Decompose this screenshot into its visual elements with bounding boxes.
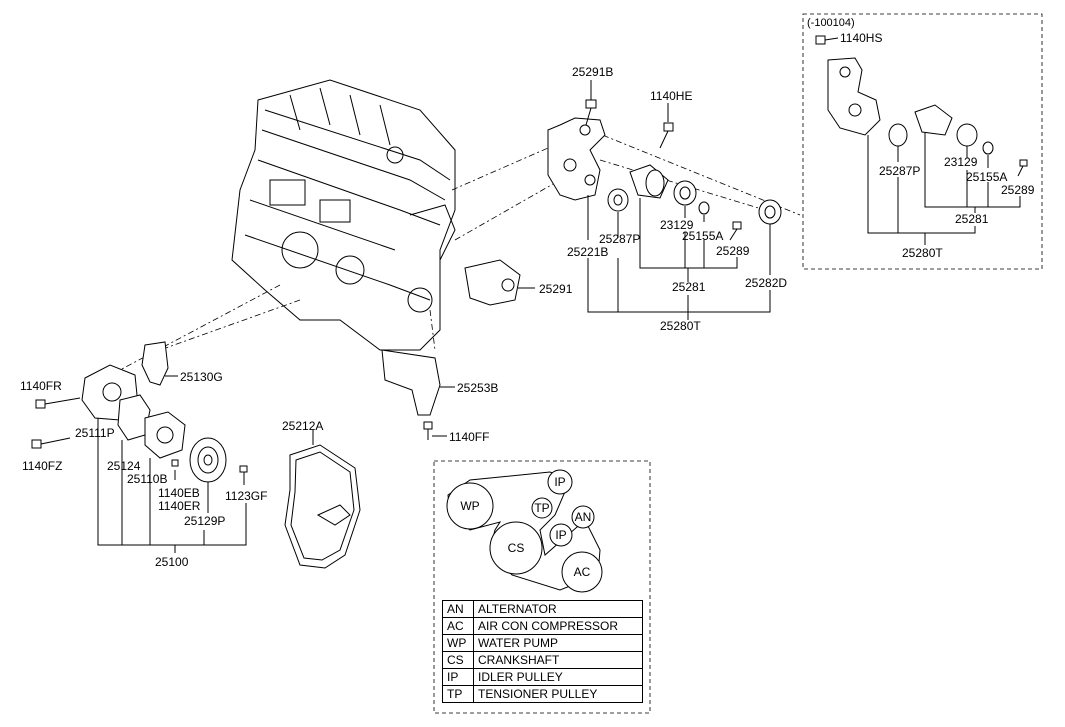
pulley-label-3: AN [575,510,592,524]
pulley-label-5: IP [555,528,566,542]
pulley-label-2: TP [534,501,549,515]
variant-parts [815,35,1028,177]
label-1140ER: 1140ER [158,499,201,513]
variant-box [802,13,1043,270]
label-25289-a: 25289 [716,244,750,258]
label-1123GF: 1123GF [225,489,267,503]
tensioner-body [629,164,669,199]
legend-desc: WATER PUMP [473,634,643,652]
label-25280T-a: 25280T [660,319,701,333]
projection-lines [119,129,801,371]
label-23129-b: 23129 [944,155,978,169]
label-1140FZ: 1140FZ [22,459,62,473]
label-1140HE: 1140HE [650,89,692,103]
label-25111P: 25111P [75,426,115,440]
bolt-1140FZ [31,437,71,449]
pulley-ip-top [547,469,573,495]
tensioner-bracket [547,117,606,201]
bolt-25289 [729,221,742,241]
label-1140HS: 1140HS [840,31,882,45]
label-25155A-a: 25155A [682,229,723,243]
label-25155A-b: 25155A [966,170,1007,184]
label-25280T-b: 25280T [902,246,943,260]
legend-desc: AIR CON COMPRESSOR [473,617,643,635]
label-25281-b: 25281 [955,212,989,226]
legend-desc: CRANKSHAFT [473,651,643,669]
callouts-water-pump [97,418,247,553]
label-25282D: 25282D [745,276,787,290]
pulley-label-6: AC [574,565,591,579]
legend-code: IP [442,668,474,686]
part-labels: 25291B 1140HE 25221B 25287P 23129 25155A… [20,17,1035,569]
label-25212A: 25212A [282,419,323,433]
cap-25155A [698,201,710,215]
label-25129P: 25129P [184,514,225,528]
pulley-label-4: CS [508,541,525,555]
idler-pulley-25287P [607,188,629,212]
label-1140FR: 1140FR [20,379,62,393]
pulley-ac [561,551,603,593]
bolt-1140FR [35,397,81,409]
label-25291: 25291 [539,282,573,296]
label-25281-a: 25281 [672,280,706,294]
pulley-an [571,505,595,529]
legend-code: AC [442,617,474,635]
legend-code: WP [442,634,474,652]
pulley-label-0: WP [460,499,479,513]
legend-desc: TENSIONER PULLEY [473,685,643,703]
belt-routing-box [433,460,651,714]
pulley-tp [531,497,553,519]
engine-block [231,79,456,351]
bolt-1140HE [659,122,674,149]
label-25253B: 25253B [457,381,498,395]
label-25289-b: 25289 [1001,183,1035,197]
pulley-label-1: IP [554,475,565,489]
label-25130G: 25130G [180,370,223,384]
label-25291B: 25291B [572,65,613,79]
water-pump-25110B [144,411,186,459]
bracket-25253B [381,349,455,416]
bolt-1140EB [171,459,179,467]
bolt-1140FF [423,421,447,440]
label-25100: 25100 [155,555,189,569]
legend-code: TP [442,685,474,703]
label-1140EB: 1140EB [158,486,200,500]
pulley-25129P [189,437,227,483]
label-25287P-a: 25287P [599,232,640,246]
label-23129-a: 23129 [660,218,694,232]
pulley-wp [446,482,494,530]
legend-desc: ALTERNATOR [473,600,643,618]
pulley-25282D [758,199,782,225]
label-1140FF: 1140FF [449,430,489,444]
label-25221B: 25221B [567,245,608,259]
bracket-25291 [464,259,535,306]
drive-belt-25212A [284,430,361,569]
bolt-1123GF [239,465,248,485]
belt-routing: WP IP TP AN CS IP AC [446,469,603,593]
legend-code: AN [442,600,474,618]
pulley-23129 [673,180,697,206]
legend-desc: IDLER PULLEY [473,668,643,686]
legend-code: CS [442,651,474,669]
pulley-ip-bottom [549,523,573,547]
label-25110B: 25110B [127,472,167,486]
pulley-cs [489,521,543,575]
label-25287P-b: 25287P [879,164,920,178]
callouts-center [587,80,771,320]
label-25124: 25124 [107,459,141,473]
gasket-25130G [141,341,178,386]
label-variant: (-100104) [807,17,855,29]
callouts-variant [867,133,1021,245]
